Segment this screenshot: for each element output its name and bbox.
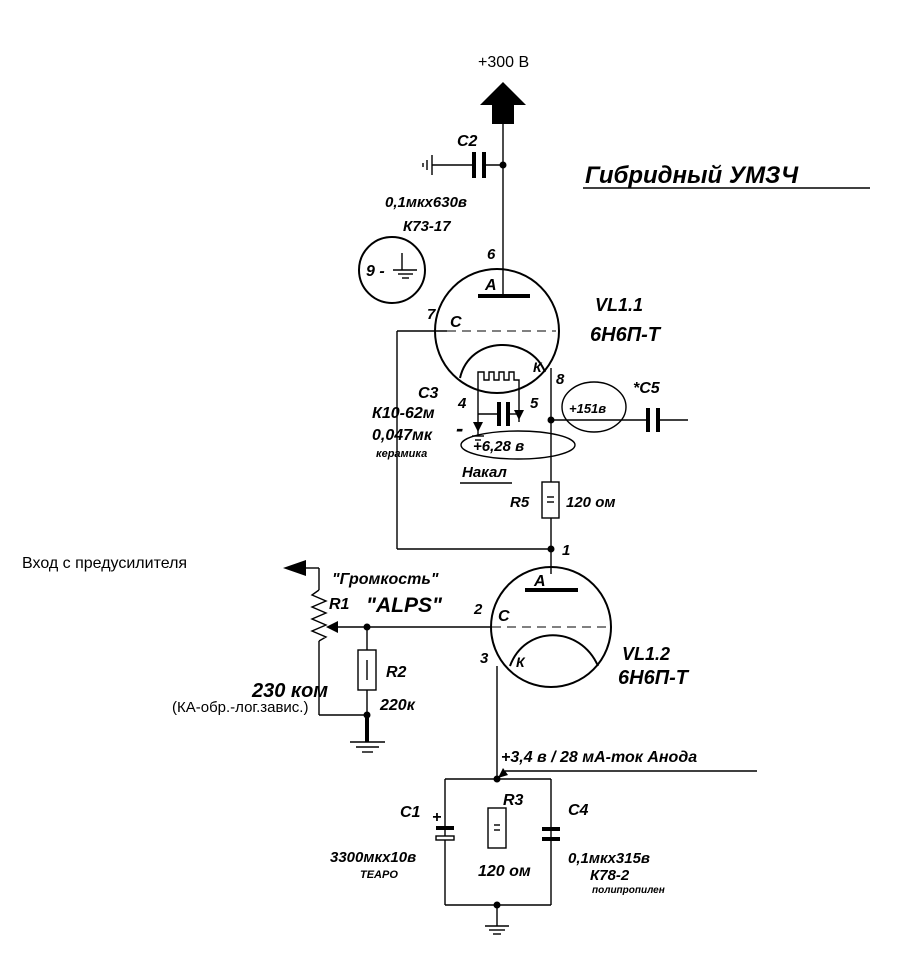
vl1-1-type: 6Н6П-Т (590, 324, 662, 346)
c4-note: полипропилен (592, 885, 665, 896)
pin1: 1 (562, 542, 570, 559)
r3-value: 120 ом (478, 863, 531, 880)
r1-name: "Громкость" (332, 571, 439, 588)
vl1-2-anode-letter: А (533, 573, 546, 590)
wiper-arrow-icon (326, 621, 338, 633)
title: Гибридный УМЗЧ (585, 162, 799, 189)
input-arrow-icon (283, 560, 306, 576)
r5-value: 120 ом (566, 494, 615, 511)
vl1-1-heater (477, 371, 520, 384)
supply-label: +300 В (478, 54, 529, 71)
pin5: 5 (530, 395, 539, 412)
r1-note: (КА-обр.-лог.завис.) (172, 699, 308, 716)
r1-value: 230 ком (251, 680, 328, 702)
pin9-badge (358, 236, 426, 304)
pin2: 2 (473, 601, 483, 618)
vl1-1-anode-letter: А (484, 277, 497, 294)
pin6: 6 (487, 246, 496, 263)
c1-polarity: + (432, 809, 441, 826)
vl1-2-cathode-letter: К (516, 654, 526, 670)
pin7: 7 (427, 306, 436, 323)
c1-value: 3300мкх10в (330, 849, 416, 866)
r1-brand: "ALPS" (366, 594, 443, 617)
c3-note: керамика (376, 448, 427, 460)
anode-current-note: +3,4 в / 28 мА-ток Анода (501, 749, 697, 766)
cathode-voltage: +151в (569, 401, 606, 416)
c2-ref: C2 (457, 133, 478, 150)
c4-value: 0,1мкх315в (568, 850, 650, 867)
r2-ref: R2 (386, 664, 407, 681)
c1-brand: TEAPO (360, 869, 398, 881)
c3-ref: C3 (418, 385, 439, 402)
potentiometer-r1 (310, 589, 328, 642)
c3-value: 0,047мк (372, 427, 433, 444)
heater-label: Накал (462, 464, 507, 481)
vl1-2-ref: VL1.2 (622, 644, 670, 664)
c5-ref: *C5 (633, 380, 661, 397)
pin3: 3 (480, 650, 489, 667)
input-label: Вход с предусилителя (22, 555, 187, 572)
vl1-2-type: 6Н6П-Т (618, 667, 690, 689)
pin9-label: 9 - (366, 263, 385, 280)
resistor-r3 (487, 807, 507, 849)
c1-ref: C1 (400, 804, 421, 821)
heater-voltage-badge (460, 430, 576, 460)
c2-type: К73-17 (403, 218, 451, 235)
r1-ref: R1 (329, 596, 350, 613)
c3-type: К10-62м (372, 405, 435, 422)
vl1-1-ref: VL1.1 (595, 295, 643, 315)
supply-arrow-icon (480, 82, 526, 124)
c4-ref: C4 (568, 802, 589, 819)
capacitor-c1-plate2 (435, 835, 455, 841)
node-1 (547, 545, 555, 553)
vl1-2-grid-letter: С (498, 608, 510, 625)
capacitor-c1-plate1 (436, 826, 454, 830)
pin4: 4 (457, 395, 467, 412)
r2-value: 220к (379, 697, 416, 714)
vl1-1-cathode-letter: К (533, 359, 543, 375)
vl1-1-cathode (459, 344, 546, 379)
vl1-1-grid-letter: С (450, 314, 462, 331)
c4-type: К78-2 (590, 867, 630, 884)
vl1-2-cathode (509, 634, 599, 667)
cathode-voltage-badge (561, 381, 627, 433)
heater-minus: - (456, 416, 463, 441)
resistor-r5 (541, 481, 560, 519)
c2-value: 0,1мкх630в (385, 194, 467, 211)
r3-ref: R3 (503, 792, 524, 809)
pin8: 8 (556, 371, 565, 388)
r5-ref: R5 (510, 494, 530, 511)
heater-voltage: +6,28 в (473, 438, 524, 455)
